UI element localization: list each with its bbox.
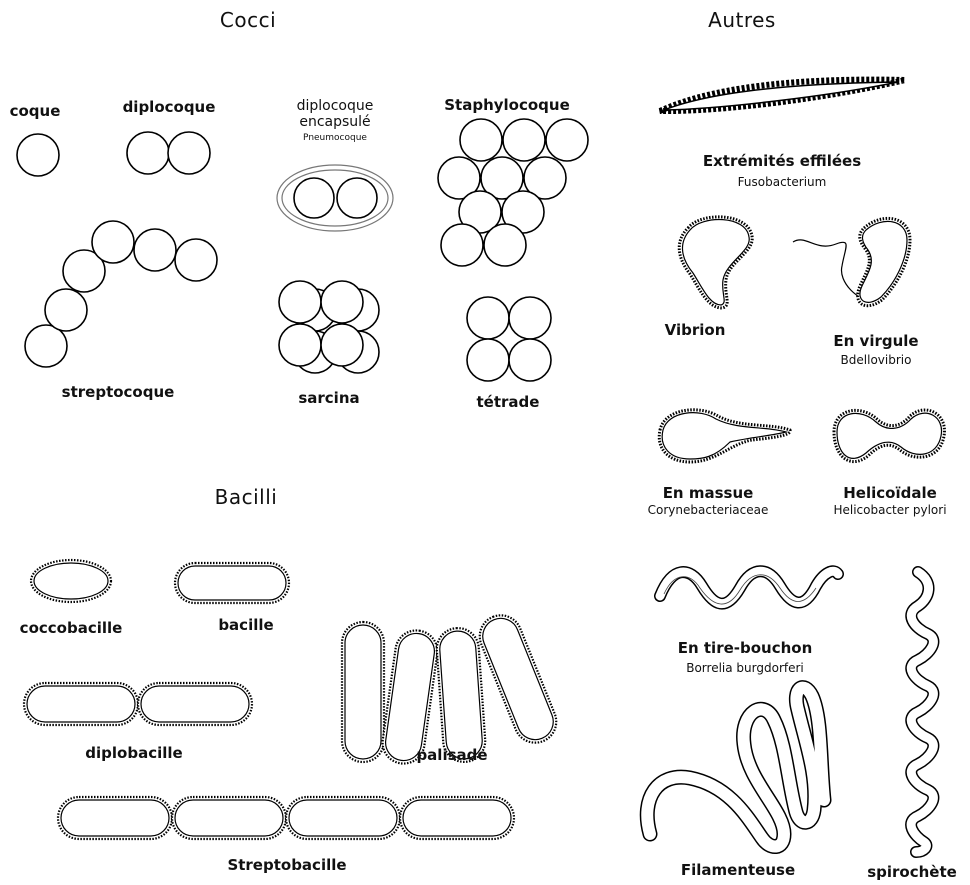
streptobacille-shape — [58, 797, 514, 839]
fusobacterium-shape — [660, 80, 905, 111]
helicoidale-label: Helicoïdale — [843, 484, 937, 502]
spirochete-label: spirochète — [867, 863, 957, 881]
borrelia-label: Borrelia burgdorferi — [686, 661, 804, 675]
diplocoque-encapsule-label-1: diplocoque — [297, 98, 374, 114]
vibrion-label: Vibrion — [665, 321, 726, 339]
streptobacille-label: Streptobacille — [227, 856, 346, 874]
coccobacille-label: coccobacille — [20, 619, 123, 637]
palisade-shape — [342, 609, 563, 766]
vibrion-shape — [679, 217, 752, 308]
extremites-effilees-label: Extrémités effilées — [703, 152, 861, 170]
palisade-label: palisade — [416, 746, 487, 764]
streptocoque-label: streptocoque — [62, 383, 175, 401]
cocci-heading: Cocci — [220, 8, 276, 32]
en-massue-shape — [659, 410, 790, 462]
bdellovibrio-label: Bdellovibrio — [841, 353, 912, 367]
en-virgule-shape — [793, 218, 910, 305]
tetrade-shape — [467, 297, 551, 381]
diplocoque-encapsule-label-2: encapsulé — [299, 114, 370, 130]
coque-shape — [17, 134, 59, 176]
tetrade-label: tétrade — [477, 393, 540, 411]
sarcina-label: sarcina — [298, 389, 359, 407]
coque-label: coque — [10, 102, 61, 120]
spirochete-shape — [911, 572, 933, 852]
diplobacille-shape — [24, 683, 252, 725]
filamenteuse-shape — [647, 688, 824, 847]
staphylocoque-label: Staphylocoque — [444, 96, 570, 114]
en-virgule-label: En virgule — [833, 332, 918, 350]
en-massue-label: En massue — [663, 484, 754, 502]
filamenteuse-label: Filamenteuse — [681, 861, 795, 879]
helicobacter-label: Helicobacter pylori — [833, 503, 946, 517]
pneumocoque-label: Pneumocoque — [303, 133, 367, 143]
helicoidale-shape — [834, 410, 944, 462]
coccobacille-shape — [31, 560, 111, 602]
diplocoque-shape — [127, 132, 210, 174]
bacille-shape — [175, 563, 289, 603]
bacille-label: bacille — [218, 616, 273, 634]
bacilli-heading: Bacilli — [215, 485, 278, 509]
fusobacterium-label: Fusobacterium — [738, 175, 827, 189]
streptocoque-shape — [25, 221, 217, 367]
diplobacille-label: diplobacille — [85, 744, 182, 762]
en-tire-bouchon-label: En tire-bouchon — [678, 639, 813, 657]
sarcina-shape — [279, 281, 379, 373]
en-tire-bouchon-shape — [660, 571, 838, 604]
staphylocoque-shape — [438, 119, 588, 266]
corynebacteriaceae-label: Corynebacteriaceae — [648, 503, 769, 517]
autres-heading: Autres — [708, 8, 776, 32]
diplocoque-label: diplocoque — [123, 98, 216, 116]
diplocoque-encapsule-shape — [277, 165, 393, 231]
